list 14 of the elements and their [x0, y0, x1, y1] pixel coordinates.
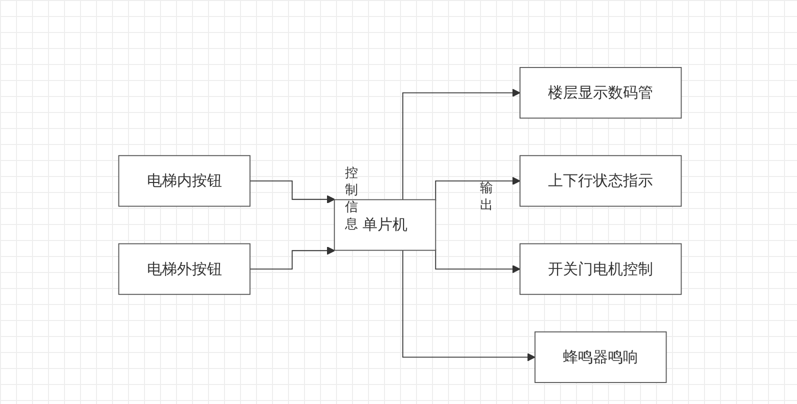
arrow: [435, 176, 520, 202]
arrow: [402, 88, 520, 200]
arrow: [250, 246, 336, 270]
node-box: 电梯内按钮: [118, 155, 250, 207]
annotation-text: 输出: [480, 180, 494, 214]
arrow: [250, 180, 336, 204]
arrow: [402, 250, 536, 362]
node-box: 蜂鸣器鸣响: [534, 331, 667, 383]
node-box: 开关门电机控制: [520, 243, 682, 295]
node-box: 电梯外按钮: [118, 243, 250, 295]
node-box: 上下行状态指示: [520, 155, 682, 207]
annotation-text: 控制信息: [345, 165, 359, 233]
arrow: [435, 248, 520, 274]
node-box: 楼层显示数码管: [520, 67, 682, 119]
